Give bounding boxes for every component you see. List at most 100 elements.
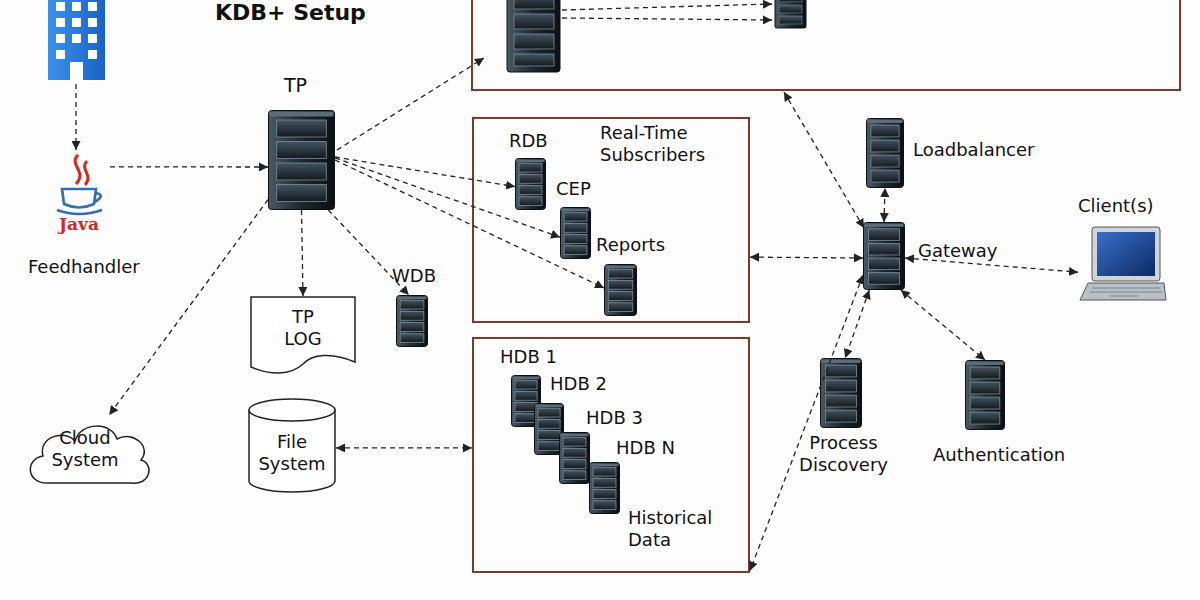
server-node: HDB 3 xyxy=(559,432,590,484)
dashed-arrow xyxy=(562,4,772,10)
node-label: Process Discovery xyxy=(781,432,906,476)
server-node: CEP xyxy=(560,207,591,259)
server-node: Authentication xyxy=(965,360,1005,430)
node-shape xyxy=(863,222,905,290)
server-body xyxy=(516,159,546,210)
server-bay xyxy=(871,170,899,182)
server-bay xyxy=(519,197,542,206)
group-box: Historical DataHDB 1HDB 2HDB 3HDB N xyxy=(472,337,750,573)
laptop-node: Client(s) xyxy=(1078,226,1166,310)
cloud-outline xyxy=(30,426,149,483)
server-bay xyxy=(970,367,1000,379)
dashed-arrow xyxy=(784,92,864,228)
node-shape xyxy=(965,360,1005,430)
server-bay xyxy=(608,303,632,312)
storage-cylinder: File System xyxy=(248,398,336,494)
laptop-lid xyxy=(1092,227,1160,281)
node-label: HDB 3 xyxy=(586,407,666,429)
server-bay xyxy=(538,408,560,417)
server-bay xyxy=(871,125,899,137)
server-top xyxy=(270,112,334,117)
server-bay xyxy=(593,467,616,476)
node-shape xyxy=(396,295,428,347)
node-label: Historical Data xyxy=(628,507,738,551)
logo-text: Java xyxy=(48,214,110,235)
server-bay xyxy=(400,300,424,309)
server-top xyxy=(868,120,903,124)
server-body xyxy=(867,119,904,188)
server-body xyxy=(397,296,428,347)
node-label: HDB 2 xyxy=(550,373,630,395)
node-label: RDB xyxy=(509,130,569,152)
server-bay xyxy=(564,235,587,244)
server-body xyxy=(605,265,637,316)
server-icon xyxy=(507,0,560,72)
server-bay xyxy=(970,397,1000,409)
cloud-shape: Cloud System xyxy=(22,415,154,490)
group-box: Real-Time SubscribersRDBCEPReports xyxy=(472,117,750,323)
java-steam xyxy=(75,155,88,185)
server-bay xyxy=(871,140,899,152)
server-bay xyxy=(515,403,537,412)
server-bay xyxy=(277,185,327,202)
cylinder-top xyxy=(249,399,335,421)
server-top xyxy=(822,360,861,364)
server-bay xyxy=(564,246,587,255)
dashed-connector xyxy=(336,447,472,448)
server-bay xyxy=(868,243,899,255)
server-bay xyxy=(563,437,586,446)
server-bay xyxy=(538,431,560,440)
feedhandler-node: JavaFeedhandler xyxy=(48,152,110,245)
server-top xyxy=(967,362,1004,366)
server-bay xyxy=(825,365,856,377)
server-bay xyxy=(608,280,632,289)
server-bay xyxy=(563,460,586,469)
node-shape xyxy=(1078,226,1166,310)
dashed-connector xyxy=(302,210,304,296)
node-label: Loadbalancer xyxy=(913,139,1073,161)
server-node: WDB xyxy=(396,295,428,347)
dashed-connector xyxy=(750,256,863,258)
server-bay xyxy=(608,269,632,278)
server-node: Process Discovery xyxy=(820,358,862,428)
server-bay xyxy=(970,412,1000,424)
laptop-keys xyxy=(1090,288,1162,296)
server-top xyxy=(865,224,904,227)
server-bay xyxy=(564,223,587,232)
server-bay xyxy=(825,380,856,392)
dashed-connector xyxy=(109,200,268,415)
node-shape xyxy=(559,432,590,484)
server-body xyxy=(864,223,905,290)
server-bay xyxy=(519,186,542,195)
laptop-screen xyxy=(1097,232,1155,276)
server-top xyxy=(513,377,540,380)
node-label: TP LOG xyxy=(273,306,333,350)
server-top xyxy=(606,266,636,269)
server-body xyxy=(966,361,1005,430)
server-top xyxy=(536,405,563,408)
dashed-connector xyxy=(750,275,863,571)
server-bay xyxy=(277,163,327,180)
server-top xyxy=(562,209,590,212)
node-label: Authentication xyxy=(933,444,1108,466)
server-bay xyxy=(277,142,327,159)
node-shape xyxy=(589,462,620,514)
node-label: TP xyxy=(284,74,334,97)
dashed-arrow xyxy=(562,18,772,20)
node-label: Feedhandler xyxy=(28,256,168,278)
server-bay xyxy=(400,323,424,332)
server-bay xyxy=(868,229,899,241)
server-bay xyxy=(868,258,899,270)
server-bay xyxy=(515,391,537,400)
node-shape xyxy=(820,358,862,428)
node-label: HDB 1 xyxy=(500,346,580,368)
document-outline xyxy=(251,297,355,373)
server-bay xyxy=(563,471,586,480)
server-bay xyxy=(593,490,616,499)
node-label: Cloud System xyxy=(30,427,140,471)
server-body xyxy=(561,208,591,259)
server-bay xyxy=(970,382,1000,394)
server-bay xyxy=(825,395,856,407)
cylinder-body xyxy=(249,410,335,492)
